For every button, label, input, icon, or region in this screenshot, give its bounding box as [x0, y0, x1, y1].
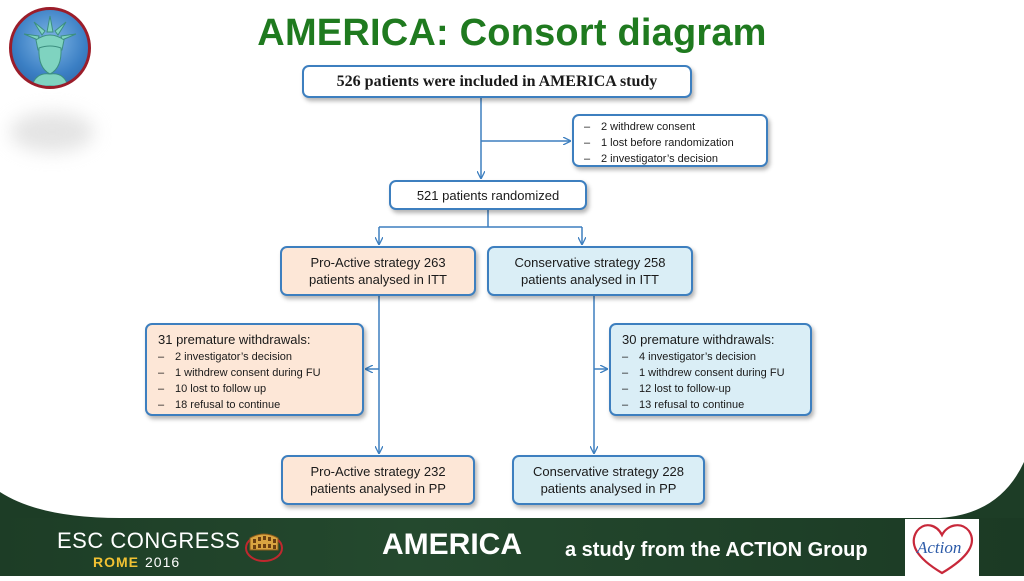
- footer-tagline: a study from the ACTION Group: [565, 539, 868, 561]
- list-item: –1 withdrew consent during FU: [622, 367, 785, 379]
- conservative-withdrawals-box: 30 premature withdrawals: –4 investigato…: [609, 323, 812, 416]
- list-item: –10 lost to follow up: [158, 383, 267, 395]
- list-item: –1 withdrew consent during FU: [158, 367, 321, 379]
- proactive-withdrawals-box: 31 premature withdrawals: –2 investigato…: [145, 323, 364, 416]
- proactive-pp-line2: patients analysed in PP: [310, 481, 446, 496]
- conservative-pp-line1: Conservative strategy 228: [532, 464, 685, 479]
- proactive-itt-box: Pro-Active strategy 263 patients analyse…: [280, 246, 476, 296]
- randomized-text: 521 patients randomized: [416, 187, 560, 203]
- proactive-pp-box: Pro-Active strategy 232 patients analyse…: [281, 455, 475, 505]
- list-item: –2 investigator’s decision: [158, 351, 292, 363]
- pre-randomization-exclusions-box: –2 withdrew consent –1 lost before rando…: [572, 114, 768, 167]
- colosseum-icon: [245, 533, 283, 562]
- withdrawal-list: –4 investigator’s decision –1 withdrew c…: [622, 349, 810, 413]
- list-item: –13 refusal to continue: [622, 399, 745, 411]
- exclusion-list: –2 withdrew consent –1 lost before rando…: [584, 119, 766, 167]
- list-item: –2 withdrew consent: [584, 121, 696, 133]
- congress-city: ROME: [93, 554, 139, 570]
- list-item: –18 refusal to continue: [158, 399, 281, 411]
- conservative-itt-line1: Conservative strategy 258: [514, 255, 666, 270]
- list-item: –4 investigator’s decision: [622, 351, 756, 363]
- included-patients-text: 526 patients were included in AMERICA st…: [336, 72, 658, 90]
- congress-name: ESC CONGRESS: [57, 528, 241, 553]
- withdrawal-list: –2 investigator’s decision –1 withdrew c…: [158, 349, 362, 413]
- action-logo-text: Action: [917, 538, 962, 557]
- statue-of-liberty-icon: [9, 7, 91, 89]
- included-patients-box: 526 patients were included in AMERICA st…: [302, 65, 692, 98]
- action-heart-icon: [905, 519, 979, 576]
- page-title: AMERICA: Consort diagram: [257, 12, 767, 54]
- list-item: –1 lost before randomization: [584, 137, 734, 149]
- proactive-pp-line1: Pro-Active strategy 232: [310, 464, 446, 479]
- proactive-itt-line1: Pro-Active strategy 263: [310, 255, 446, 270]
- conservative-itt-line2: patients analysed in ITT: [520, 272, 660, 287]
- blurred-decoration: [10, 112, 94, 152]
- randomized-box: 521 patients randomized: [389, 180, 587, 210]
- proactive-itt-line2: patients analysed in ITT: [308, 272, 448, 287]
- list-item: –12 lost to follow-up: [622, 383, 731, 395]
- congress-location: ROME 2016: [93, 554, 180, 570]
- conservative-pp-line2: patients analysed in PP: [540, 481, 677, 496]
- congress-year: 2016: [145, 554, 181, 570]
- conservative-pp-box: Conservative strategy 228 patients analy…: [512, 455, 705, 505]
- withdrawals-heading: 31 premature withdrawals:: [158, 332, 311, 347]
- footer-bar: [0, 518, 1024, 576]
- conservative-itt-box: Conservative strategy 258 patients analy…: [487, 246, 693, 296]
- footer-study-name: AMERICA: [382, 528, 522, 561]
- list-item: –2 investigator’s decision: [584, 153, 718, 165]
- withdrawals-heading: 30 premature withdrawals:: [622, 332, 775, 347]
